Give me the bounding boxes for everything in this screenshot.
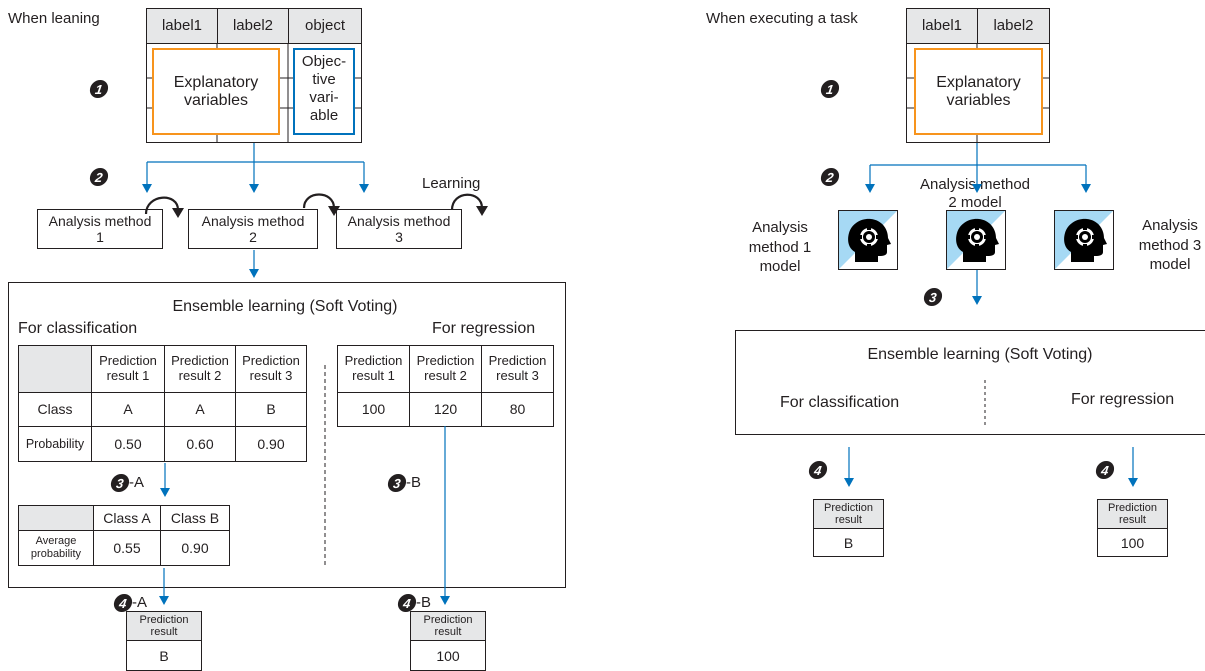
model1-line2: method 1 [748,238,812,256]
explanatory-variables-box: Explanatory variables [152,48,280,135]
reg-header-row: Prediction result 1 Prediction result 2 … [337,345,554,393]
exec-explanatory-label: Explanatory variables [936,73,1021,109]
exec-header-label1: label1 [906,8,978,44]
avg-row-label: Average probability [18,530,94,566]
model-3-label: Analysis method 3 model [1125,216,1205,275]
model2-line2: 2 model [948,194,1002,211]
ai-head-gear-icon [946,210,1006,270]
method1-line1: Analysis method [48,213,152,229]
model3-line1: Analysis [1142,217,1198,234]
reg-value-3: 80 [481,392,554,427]
objective-variable-box: Objec- tive vari- able [293,48,355,135]
method2-line1: Analysis method [201,213,305,229]
model-1-label: Analysis method 1 model [740,218,820,277]
exec-ensemble-title: Ensemble learning (Soft Voting) [867,346,1093,363]
exec-for-classification: For classification [780,394,900,411]
explanatory-variables-label: Explanatory variables [173,73,259,109]
objective-line1: Objec- [301,53,347,70]
ensemble-title-learning: Ensemble learning (Soft Voting) [172,298,398,315]
ai-head-gear-icon [838,210,898,270]
cls-header-row: Prediction result 1 Prediction result 2 … [18,345,307,393]
model1-line3: model [759,258,801,275]
objective-line3: vari- [309,89,339,106]
cls-header-2: Prediction result 2 [164,345,236,393]
method3-line2: 3 [395,229,403,245]
reg-header-2: Prediction result 2 [409,345,482,393]
exec-result-a-value: B [813,528,884,557]
exec-result-b-value: 100 [1097,528,1168,557]
model3-line2: method 3 [1138,236,1202,254]
analysis-method-3-box: Analysis method 3 [336,209,462,249]
avg-value-b: 0.90 [160,530,230,566]
prob-3: 0.90 [235,426,307,462]
step-4b-suffix: -B [416,594,431,611]
ensemble-box-learning [8,282,566,588]
executing-header-row: label1 label2 [906,8,1050,44]
learning-title: When leaning [8,10,100,27]
step-3a-suffix: -A [129,474,144,491]
method2-line2: 2 [249,229,257,245]
model3-line3: model [1149,256,1191,273]
ai-head-gear-icon [1054,210,1114,270]
method1-line2: 1 [96,229,104,245]
objective-line4: able [309,107,339,124]
for-classification-label: For classification [18,320,138,337]
reg-value-row: 100 120 80 [337,392,554,427]
method3-line1: Analysis method [347,213,451,229]
model1-line1: Analysis [752,219,808,236]
step-3b-suffix: -B [406,474,421,491]
cls-probability-row: Probability 0.50 0.60 0.90 [18,426,307,462]
analysis-method-2-box: Analysis method 2 [188,209,318,249]
ensemble-box-executing [735,330,1205,435]
for-regression-label: For regression [432,320,536,337]
objective-line2: tive [312,71,336,88]
learning-label: Learning [422,175,481,192]
exec-for-regression: For regression [1071,391,1175,408]
analysis-method-1-box: Analysis method 1 [37,209,163,249]
executing-title: When executing a task [706,10,858,27]
step-4a-suffix: -A [132,594,147,611]
result-a-header: Prediction result [126,611,202,641]
exec-header-label2: label2 [977,8,1050,44]
avg-value-row: Average probability 0.55 0.90 [18,530,230,566]
exec-explanatory-box: Explanatory variables [914,48,1043,135]
cls-corner-cell [18,345,92,393]
avg-header-row: Class A Class B [18,505,230,531]
cls-header-3: Prediction result 3 [235,345,307,393]
exec-result-b-header: Prediction result [1097,499,1168,529]
